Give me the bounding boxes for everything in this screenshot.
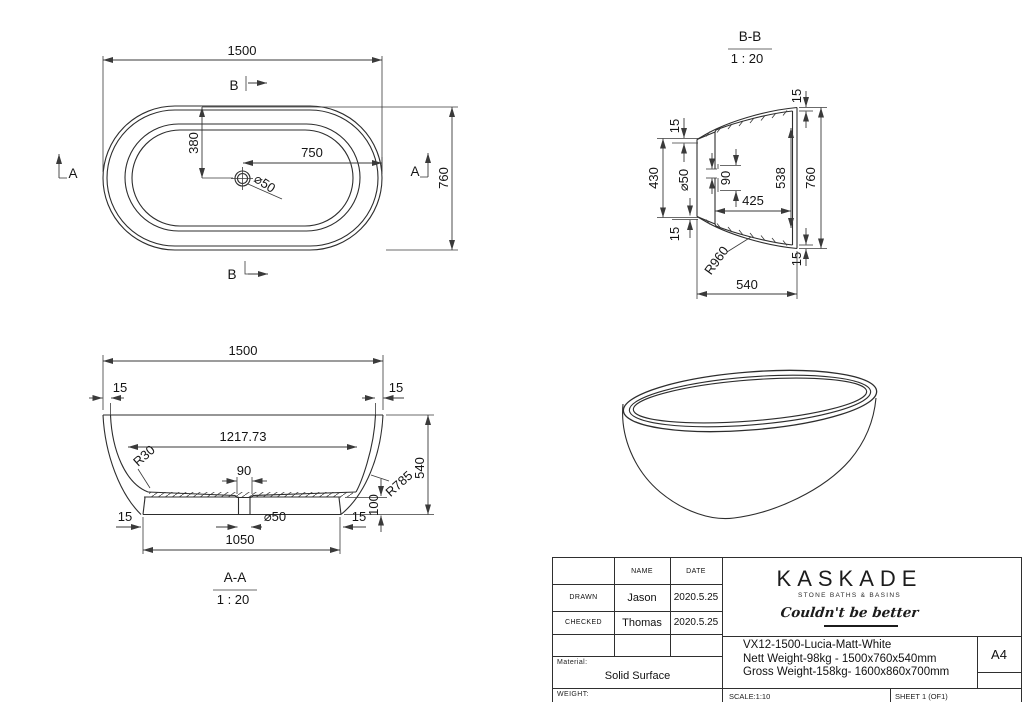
section-a-marker-right: A <box>410 153 431 179</box>
section-aa-view: 1500 15 15 1217.73 R30 90 540 R785 100 <box>89 343 434 607</box>
checked-label: CHECKED <box>564 619 603 626</box>
sheet-label: SHEET 1 (OF1) <box>895 692 948 701</box>
grid-line <box>614 558 615 656</box>
section-aa-title: A-A <box>224 570 247 585</box>
section-bb-hatch-ticks <box>705 110 788 246</box>
product-code: VX12-1500-Lucia-Matt-White <box>743 639 892 651</box>
product-description: VX12-1500-Lucia-Matt-White Nett Weight-9… <box>743 639 949 680</box>
brand-subtitle: STONE BATHS & BASINS <box>797 592 902 599</box>
section-bb-scale: 1 : 20 <box>731 51 764 66</box>
aa-r785-dim: R785 <box>382 468 415 500</box>
grid-line <box>553 688 1021 689</box>
bb-rim-15-top-dim: 15 <box>789 89 804 103</box>
brand-tagline: Couldn't be better <box>779 605 920 621</box>
grid-line <box>722 636 1021 637</box>
grid-line <box>890 688 891 702</box>
bb-inner-425-dim: 425 <box>742 193 764 208</box>
plan-drain-side-dim: 380 <box>186 132 201 154</box>
section-b-marker-top: B <box>229 76 267 93</box>
grid-line <box>977 636 978 688</box>
bb-overall-760-dim: 760 <box>803 167 818 189</box>
scale-label: SCALE:1:10 <box>729 692 771 701</box>
brand-name: KASKADE <box>776 566 923 591</box>
title-block-divider <box>722 558 723 702</box>
aa-base-15-right-dim: 15 <box>352 509 366 524</box>
aa-wall-15-left-dim: 15 <box>113 380 127 395</box>
aa-base-1050-dim: 1050 <box>226 532 255 547</box>
section-aa-scale: 1 : 20 <box>217 592 250 607</box>
section-b-marker-bottom: B <box>227 261 268 282</box>
title-block: NAME DATE DRAWN Jason 2020.5.25 CHECKED … <box>552 557 1022 702</box>
drawn-date: 2020.5.25 <box>673 592 719 603</box>
grid-line <box>553 656 722 657</box>
bb-r960-dim: R960 <box>701 243 731 277</box>
section-bb-outline <box>696 106 798 250</box>
section-b-label-bottom: B <box>227 267 236 282</box>
date-header: DATE <box>686 567 706 575</box>
brand-logo: KASKADE STONE BATHS & BASINS Couldn't be… <box>722 558 977 636</box>
nett-weight: Nett Weight-98kg - 1500x760x540mm <box>743 652 937 665</box>
isometric-view <box>622 369 878 520</box>
section-a-marker-left: A <box>56 154 78 181</box>
section-bb-title: B-B <box>739 29 762 44</box>
aa-length-1500-dim: 1500 <box>229 343 258 358</box>
aa-drain-50-dim: ⌀50 <box>264 509 286 524</box>
aa-plinth-100-dim: 100 <box>366 494 381 516</box>
plan-drain-end-dim: 750 <box>301 145 323 160</box>
section-bb-view: B-B 1 : 20 <box>646 29 827 299</box>
plan-depth-dim: 760 <box>436 167 451 189</box>
section-a-label-right: A <box>410 164 419 179</box>
aa-height-540-dim: 540 <box>412 457 427 479</box>
bb-height-540-dim: 540 <box>736 277 758 292</box>
aa-base-15-left-dim: 15 <box>118 509 132 524</box>
plan-width-dim: 1500 <box>228 43 257 58</box>
name-header: NAME <box>631 567 653 575</box>
aa-inner-1217-dim: 1217.73 <box>220 429 267 444</box>
grid-line <box>553 634 722 635</box>
section-b-label-top: B <box>229 78 238 93</box>
bb-inner-538-dim: 538 <box>773 167 788 189</box>
checked-name: Thomas <box>622 616 662 629</box>
gross-weight: Gross Weight-158kg- 1600x860x700mm <box>743 666 950 678</box>
paper-size: A4 <box>991 646 1007 662</box>
grid-line <box>977 672 1021 673</box>
bb-rim-15-bottom-dim: 15 <box>789 252 804 266</box>
material-value: Solid Surface <box>604 670 671 682</box>
bb-base-15-bottom-dim: 15 <box>667 227 682 241</box>
bb-base-15-top-dim: 15 <box>667 119 682 133</box>
plan-drain <box>231 167 253 190</box>
aa-r30-dim: R30 <box>130 442 158 469</box>
drawn-name: Jason <box>627 591 657 604</box>
grid-line <box>553 584 722 585</box>
plan-tub-outline <box>102 105 383 251</box>
bb-drain-50-dim: ⌀50 <box>676 169 691 191</box>
plan-drain-dia-dim: ⌀50 <box>251 171 278 196</box>
tagline-underline <box>824 625 898 627</box>
section-aa-outline <box>102 414 384 516</box>
drawn-label: DRAWN <box>569 594 598 601</box>
checked-date: 2020.5.25 <box>673 617 719 628</box>
grid-line <box>670 558 671 656</box>
material-label: Material: <box>557 659 588 666</box>
bb-base-430-dim: 430 <box>646 167 661 189</box>
grid-line <box>553 611 722 612</box>
section-a-label-left: A <box>68 166 77 181</box>
aa-wall-15-right-dim: 15 <box>389 380 403 395</box>
weight-label: WEIGHT: <box>557 691 589 698</box>
plan-view: 1500 760 380 750 ⌀50 B B A <box>56 43 458 282</box>
bb-flat-90-dim: 90 <box>718 171 733 185</box>
aa-flat-90-dim: 90 <box>237 463 251 478</box>
